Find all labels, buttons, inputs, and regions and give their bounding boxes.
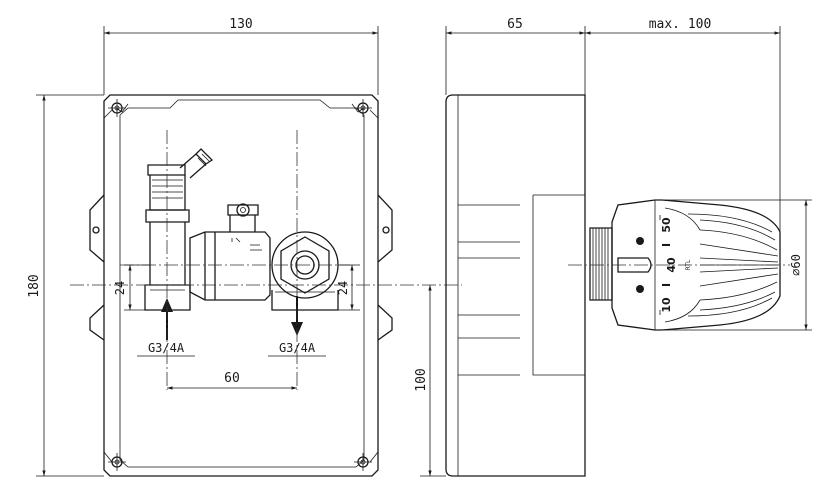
front-box-outline [89, 94, 393, 477]
side-hole-left [92, 226, 100, 234]
thermostat-head [589, 199, 781, 331]
dim-left-offset-label: 24 [113, 281, 127, 295]
side-box-body [445, 94, 586, 477]
dim-depth-label: 65 [507, 17, 523, 32]
outlet-thread-callout: G3/4A [268, 341, 326, 357]
dim-depth: 65 [445, 17, 586, 195]
dim-height-label: 180 [27, 274, 42, 297]
middle-valve [189, 203, 271, 301]
knob-setting-label: 40 [665, 257, 678, 273]
knob-min-label: 10 [660, 297, 673, 313]
dim-port-spacing-label: 60 [224, 371, 240, 386]
dim-projection: max. 100 [585, 17, 781, 232]
dim-projection-label: max. 100 [649, 17, 712, 32]
dim-port-spacing: 60 [167, 371, 297, 390]
dim-left-offset: 24 [113, 264, 150, 311]
outlet-thread-label: G3/4A [279, 341, 316, 355]
outlet-union [271, 231, 339, 311]
inlet-thread-callout: G3/4A [137, 341, 195, 357]
knob-markings: 40 RTL 50 10 I I [660, 217, 692, 313]
front-view: 130 180 24 24 G3/4A G3/4A [27, 17, 462, 477]
mounting-hole-top-left [108, 99, 126, 117]
dim-axis-height-label: 100 [414, 368, 429, 391]
dim-width: 130 [103, 17, 379, 95]
side-hole-right [382, 226, 390, 234]
side-view: 40 RTL 50 10 I I 65 max. 100 100 [414, 17, 812, 477]
dim-right-offset-label: 24 [336, 281, 350, 295]
knob-max-label: 50 [660, 217, 673, 233]
mounting-hole-bottom-left [108, 453, 126, 471]
mounting-hole-top-right [354, 99, 372, 117]
inlet-valve [144, 148, 214, 311]
dim-width-label: 130 [229, 17, 252, 32]
inlet-thread-label: G3/4A [148, 341, 185, 355]
front-center-lines [70, 130, 462, 390]
dim-right-offset: 24 [336, 264, 360, 311]
dim-head-diameter: ⌀60 [662, 199, 812, 331]
knob-mark-lower: I [660, 283, 673, 287]
dim-axis-height: 100 [414, 285, 446, 477]
dim-height: 180 [27, 94, 104, 477]
dim-head-diameter-label: ⌀60 [789, 254, 803, 276]
knob-mark-upper: I [660, 243, 673, 247]
mounting-hole-bottom-right [354, 453, 372, 471]
